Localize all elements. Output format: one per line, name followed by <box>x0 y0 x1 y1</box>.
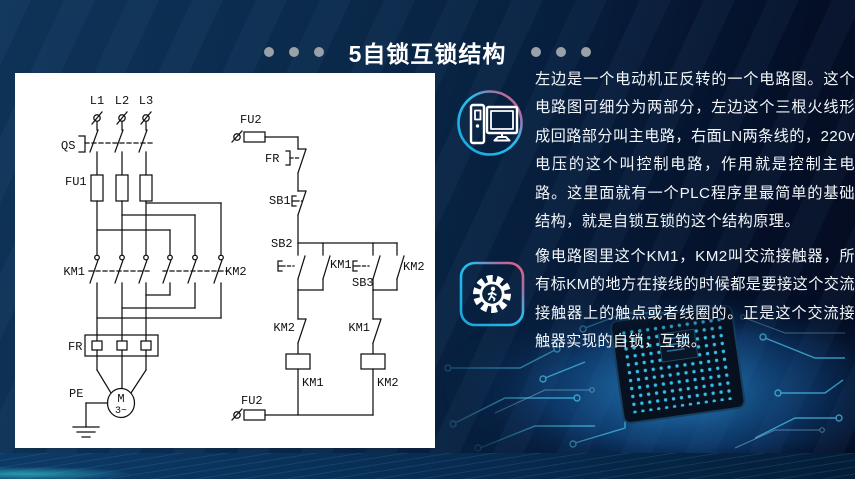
gear-glyph <box>473 275 511 313</box>
bottom-decor-band <box>0 453 855 479</box>
phase-wiring <box>96 200 222 256</box>
label-fr-main: FR <box>68 340 82 354</box>
pcb-traces <box>444 312 845 452</box>
label-km2-coil: KM2 <box>377 376 399 390</box>
label-fu1: FU1 <box>65 175 87 189</box>
label-pe: PE <box>69 387 83 401</box>
motor-circuit-schematic: L1 L2 L3 QS FU1 KM1 KM2 FR PE M 3~ FU2 F… <box>61 94 425 438</box>
fu1-fuses <box>90 174 153 202</box>
label-km2-interlock: KM2 <box>273 321 295 335</box>
page-title: 5自锁互锁结构 <box>348 41 507 67</box>
label-km1-main: KM1 <box>63 265 85 279</box>
title-dot <box>313 47 324 57</box>
fu2-fuse-bottom <box>231 408 374 421</box>
band-mesh-lines <box>0 453 855 479</box>
km-main-contacts <box>88 254 228 284</box>
title-dot <box>288 47 299 57</box>
gear-running-person-icon <box>459 261 525 327</box>
pcb-background-image <box>425 275 855 479</box>
label-fu2-top: FU2 <box>240 113 262 127</box>
circuit-diagram-panel: L1 L2 L3 QS FU1 KM1 KM2 FR PE M 3~ FU2 F… <box>15 73 435 448</box>
slide-title-bar: 5自锁互锁结构 <box>0 36 855 68</box>
diagram-labels: L1 L2 L3 QS FU1 KM1 KM2 FR PE M 3~ FU2 F… <box>61 94 425 417</box>
section-1-text: 左边是一个电动机正反转的一个电路图。这个电路图可细分为两部分，左边这个三根火线形… <box>535 71 855 231</box>
label-km1-interlock: KM1 <box>348 321 370 335</box>
fr-overload-relay <box>84 334 159 357</box>
cpu-chip <box>610 304 746 424</box>
km1-aux-contact <box>297 242 331 291</box>
title-dot <box>263 47 274 57</box>
label-km2-main: KM2 <box>225 265 247 279</box>
phase-swap-wiring <box>96 282 222 336</box>
fr-nc-contact <box>285 148 307 192</box>
label-motor-m: M <box>117 392 124 406</box>
desktop-computer-icon <box>457 90 523 156</box>
sb3-start-button <box>352 242 381 291</box>
label-sb2: SB2 <box>271 237 293 251</box>
label-motor-3ph: 3~ <box>115 406 127 417</box>
label-km1-aux: KM1 <box>330 258 352 272</box>
label-l3: L3 <box>139 94 153 108</box>
sb2-start-button <box>277 242 306 291</box>
label-qs: QS <box>61 139 75 153</box>
teal-glow-streak <box>0 467 130 479</box>
section-2-text: 像电路图里这个KM1，KM2叫交流接触器，所有标KM的地方在接线的时候都是要接这… <box>535 248 855 351</box>
fu2-fuse-top <box>231 130 299 150</box>
km2-aux-contact <box>372 242 405 291</box>
title-dot <box>581 47 592 57</box>
pcb-graphic <box>440 275 855 479</box>
label-fu2-bottom: FU2 <box>241 394 263 408</box>
running-person-glyph <box>487 286 497 302</box>
km2-interlock-and-km1-coil <box>285 289 311 416</box>
label-sb3: SB3 <box>352 276 374 290</box>
qs-switch <box>78 120 154 176</box>
label-sb1: SB1 <box>269 194 291 208</box>
km1-interlock-and-km2-coil <box>360 289 386 416</box>
motor-symbol <box>96 355 147 419</box>
label-l1: L1 <box>90 94 104 108</box>
label-km2-aux: KM2 <box>403 260 425 274</box>
sb1-stop-button <box>291 190 307 244</box>
label-km1-coil: KM1 <box>302 376 324 390</box>
label-l2: L2 <box>115 94 129 108</box>
title-dot <box>556 47 567 57</box>
pe-ground <box>72 402 109 438</box>
title-dot <box>531 47 542 57</box>
label-fr-aux: FR <box>265 152 279 166</box>
